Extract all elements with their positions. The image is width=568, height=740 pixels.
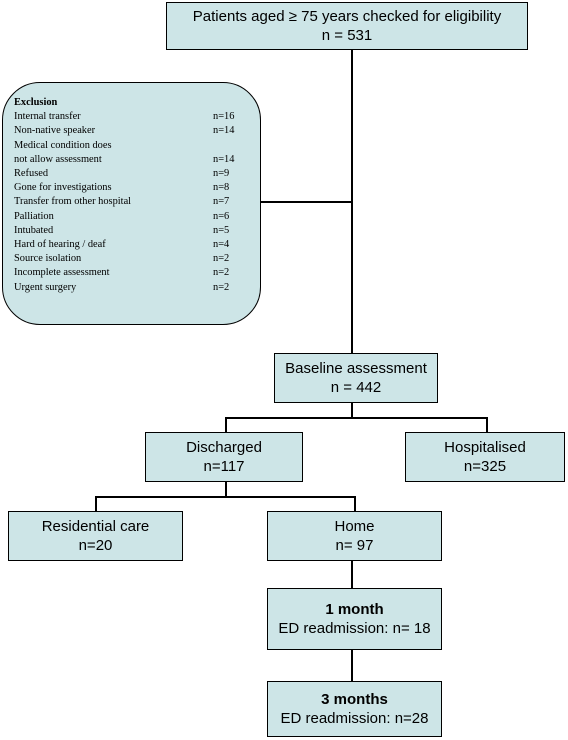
connector-split-horizontal bbox=[225, 417, 488, 419]
connector-discharged-down bbox=[225, 482, 227, 497]
connector-exclusion bbox=[261, 201, 352, 203]
exclusion-item-count: n=2 bbox=[213, 281, 230, 293]
month3-box: 3 months ED readmission: n=28 bbox=[267, 681, 442, 737]
exclusion-item-count: n=2 bbox=[213, 253, 230, 265]
residential-count: n=20 bbox=[78, 537, 113, 554]
connector-split2-horizontal bbox=[95, 496, 356, 498]
exclusion-item: Palliation n=6 bbox=[14, 210, 250, 224]
hospitalised-box: Hospitalised n=325 bbox=[405, 432, 565, 482]
exclusion-item: Source isolation n=2 bbox=[14, 252, 250, 266]
exclusion-item: Transfer from other hospital n=7 bbox=[14, 195, 250, 209]
exclusion-item-count: n=8 bbox=[213, 182, 230, 194]
home-count: n= 97 bbox=[335, 537, 374, 554]
exclusion-item: Urgent surgery n=2 bbox=[14, 281, 250, 295]
month3-title: 3 months bbox=[321, 691, 388, 708]
residential-box: Residential care n=20 bbox=[8, 511, 183, 561]
exclusion-item-label: Non-native speaker bbox=[14, 125, 96, 137]
eligibility-count: n = 531 bbox=[321, 27, 373, 44]
exclusion-item-label: Refused bbox=[14, 168, 49, 180]
exclusion-item: Hard of hearing / deaf n=4 bbox=[14, 238, 250, 252]
exclusion-item-label: Intubated bbox=[14, 224, 54, 236]
exclusion-item-count: n=7 bbox=[213, 196, 230, 208]
exclusion-item-count: n=9 bbox=[213, 168, 230, 180]
exclusion-item: Internal transfer n=16 bbox=[14, 110, 250, 124]
hospitalised-title: Hospitalised bbox=[444, 439, 526, 456]
connector-to-home bbox=[354, 496, 356, 511]
exclusion-item-count: n=5 bbox=[213, 224, 230, 236]
baseline-title: Baseline assessment bbox=[285, 360, 427, 377]
exclusion-item-label: Incomplete assessment bbox=[14, 267, 110, 279]
discharged-count: n=117 bbox=[203, 458, 245, 475]
month1-title: 1 month bbox=[325, 601, 384, 618]
connector-to-residential bbox=[95, 496, 97, 511]
exclusion-item-count: n=16 bbox=[213, 111, 235, 123]
exclusion-item: Refused n=9 bbox=[14, 167, 250, 181]
exclusion-item-count: n=2 bbox=[213, 267, 230, 279]
exclusion-item-label: not allow assessment bbox=[14, 153, 102, 165]
exclusion-item-count: n=6 bbox=[213, 210, 230, 222]
exclusion-item-count: n=4 bbox=[213, 239, 230, 251]
hospitalised-count: n=325 bbox=[463, 458, 507, 475]
exclusion-item-label: Internal transfer bbox=[14, 111, 81, 123]
exclusion-item-label: Hard of hearing / deaf bbox=[14, 239, 106, 251]
connector-to-hospitalised bbox=[486, 417, 488, 432]
connector-top-vertical bbox=[351, 50, 353, 355]
exclusion-item: Incomplete assessment n=2 bbox=[14, 266, 250, 280]
exclusion-item: Intubated n=5 bbox=[14, 224, 250, 238]
baseline-count: n = 442 bbox=[330, 379, 382, 396]
exclusion-item-label: Medical condition does bbox=[14, 139, 112, 151]
exclusion-title: Exclusion bbox=[14, 97, 58, 108]
month3-readmission: ED readmission: n=28 bbox=[280, 710, 429, 727]
eligibility-box: Patients aged ≥ 75 years checked for eli… bbox=[166, 2, 528, 50]
exclusion-item-label: Source isolation bbox=[14, 253, 82, 265]
eligibility-title: Patients aged ≥ 75 years checked for eli… bbox=[192, 8, 502, 25]
discharged-title: Discharged bbox=[186, 439, 262, 456]
month1-box: 1 month ED readmission: n= 18 bbox=[267, 588, 442, 650]
exclusion-item-label: Urgent surgery bbox=[14, 281, 77, 293]
connector-baseline-down bbox=[351, 403, 353, 418]
baseline-box: Baseline assessment n = 442 bbox=[274, 353, 438, 403]
home-title: Home bbox=[334, 518, 375, 535]
home-box: Home n= 97 bbox=[267, 511, 442, 561]
connector-month1-down bbox=[351, 650, 353, 681]
exclusion-item-count: n=14 bbox=[213, 125, 235, 137]
connector-home-down bbox=[351, 561, 353, 588]
exclusion-item: Non-native speaker n=14 bbox=[14, 124, 250, 138]
connector-to-discharged bbox=[225, 417, 227, 432]
exclusion-item-label: Palliation bbox=[14, 210, 54, 222]
exclusion-item-label: Gone for investigations bbox=[14, 182, 112, 194]
exclusion-item: not allow assessment n=14 bbox=[14, 153, 250, 167]
residential-title: Residential care bbox=[41, 518, 150, 535]
exclusion-item-count: n=14 bbox=[213, 153, 235, 165]
exclusion-item-label: Transfer from other hospital bbox=[14, 196, 132, 208]
exclusion-item: Gone for investigations n=8 bbox=[14, 181, 250, 195]
month1-readmission: ED readmission: n= 18 bbox=[278, 620, 431, 637]
exclusion-item: Medical condition does bbox=[14, 139, 250, 153]
discharged-box: Discharged n=117 bbox=[145, 432, 303, 482]
